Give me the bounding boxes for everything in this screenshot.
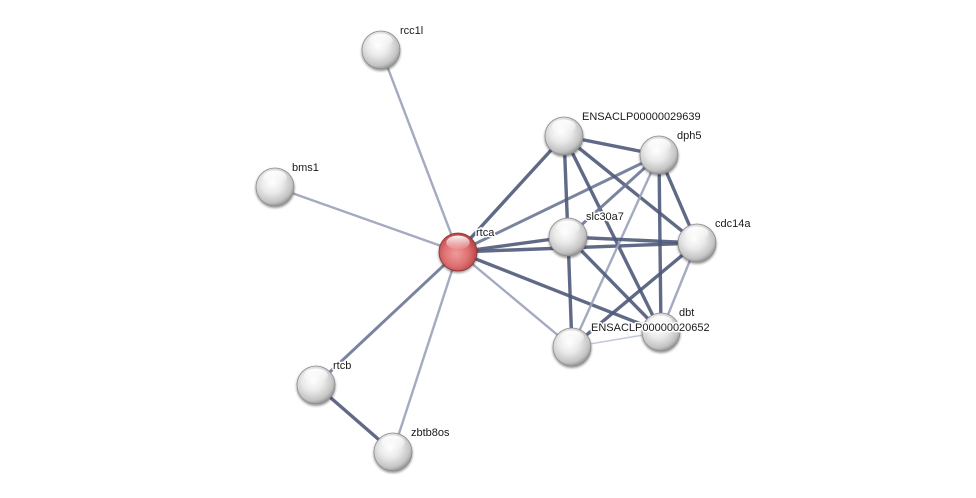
- node-label-dbt: dbt: [679, 307, 694, 319]
- node-label-ENSACLP00000020652: ENSACLP00000020652: [591, 322, 710, 334]
- node-highlight: [552, 119, 576, 134]
- edge-dph5-ENSACLP00000020652[interactable]: [570, 154, 661, 348]
- node-highlight: [685, 226, 709, 241]
- node-highlight: [304, 368, 328, 383]
- node-highlight: [381, 435, 405, 450]
- edge-rtca-dph5[interactable]: [457, 153, 660, 254]
- edge-rtca-zbtb8os[interactable]: [391, 251, 460, 453]
- node-label-cdc14a: cdc14a: [715, 218, 751, 230]
- node-label-bms1: bms1: [292, 162, 319, 174]
- node-label-rtcb: rtcb: [333, 360, 351, 372]
- node-ENSACLP00000029639[interactable]: [544, 116, 584, 156]
- edge-cdc14a-ENSACLP00000020652[interactable]: [570, 241, 699, 349]
- edge-ENSACLP00000029639-cdc14a[interactable]: [562, 134, 699, 245]
- nodes-layer: [255, 30, 717, 472]
- edge-rtca-rtcb[interactable]: [314, 250, 460, 387]
- edge-rtca-ENSACLP00000029639[interactable]: [456, 134, 566, 254]
- node-highlight: [560, 330, 584, 345]
- node-ENSACLP00000020652[interactable]: [552, 327, 592, 367]
- labels-layer: rcc1l bms1 rtca rtcb zbtb8os ENSACLP000000296…: [291, 24, 753, 441]
- node-cdc14a[interactable]: [677, 223, 717, 263]
- node-rcc1l[interactable]: [361, 30, 401, 70]
- edge-slc30a7-cdc14a[interactable]: [567, 235, 698, 245]
- edge-dph5-dbt[interactable]: [657, 154, 663, 333]
- node-highlight: [649, 315, 673, 330]
- node-rtca[interactable]: [438, 232, 478, 272]
- node-highlight: [647, 138, 671, 153]
- edge-rtca-bms1[interactable]: [274, 185, 459, 254]
- node-highlight: [369, 33, 393, 48]
- node-highlight: [263, 170, 287, 185]
- node-dbt[interactable]: [641, 312, 681, 352]
- node-label-slc30a7: slc30a7: [586, 211, 624, 223]
- node-label-ENSACLP00000029639: ENSACLP00000029639: [582, 111, 701, 123]
- node-slc30a7[interactable]: [548, 217, 588, 257]
- node-label-rtca: rtca: [476, 227, 495, 239]
- node-bms1[interactable]: [255, 167, 295, 207]
- edge-rtca-dbt[interactable]: [457, 250, 662, 334]
- edge-ENSACLP00000029639-dbt[interactable]: [562, 135, 663, 333]
- edge-dph5-slc30a7[interactable]: [566, 153, 661, 239]
- node-highlight: [556, 220, 580, 235]
- node-label-zbtb8os: zbtb8os: [411, 427, 450, 439]
- node-label-rcc1l: rcc1l: [400, 25, 423, 37]
- edge-rtca-ENSACLP00000020652[interactable]: [457, 251, 573, 348]
- edge-rtca-rcc1l[interactable]: [379, 49, 460, 253]
- node-highlight: [446, 235, 470, 250]
- node-zbtb8os[interactable]: [373, 432, 413, 472]
- edge-slc30a7-dbt[interactable]: [566, 235, 663, 334]
- node-rtcb[interactable]: [296, 365, 336, 405]
- node-label-dph5: dph5: [677, 130, 701, 142]
- node-dph5[interactable]: [639, 135, 679, 175]
